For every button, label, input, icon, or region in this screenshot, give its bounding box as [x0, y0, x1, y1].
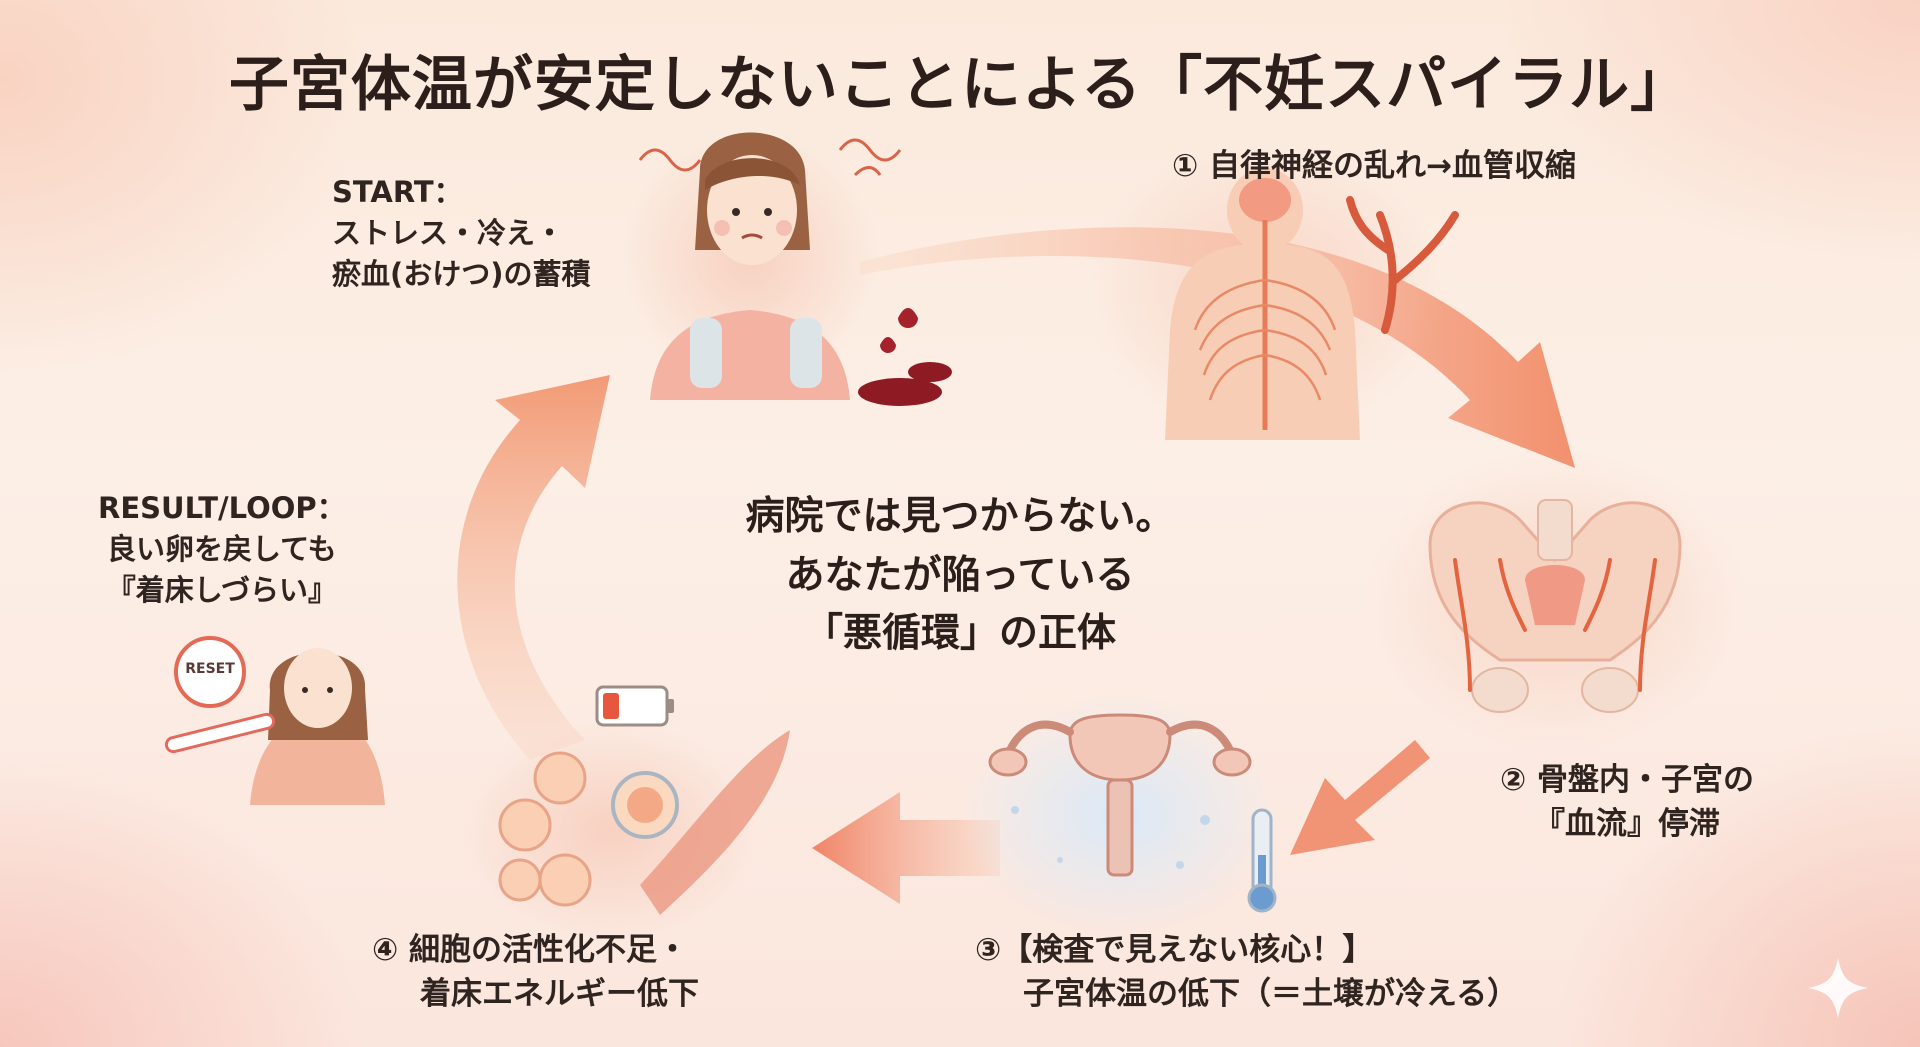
- arrow-3-to-4: [812, 792, 1000, 904]
- cold-uterus-icon: [960, 695, 1280, 935]
- center-line1: 病院では見つからない。: [745, 494, 1175, 539]
- arrow-2-to-3: [1290, 740, 1430, 855]
- center-line2: あなたが陥っている: [785, 552, 1135, 598]
- stage-start-line3: 瘀血(おけつ)の蓄積: [332, 257, 591, 292]
- reset-badge: RESET: [185, 661, 235, 677]
- stage-1-label: ① 自律神経の乱れ→血管収縮: [1172, 144, 1576, 188]
- center-line3: 「悪循環」の正体: [803, 611, 1116, 656]
- stage-4-label: ④ 細胞の活性化不足・ 着床エネルギー低下: [372, 928, 699, 1016]
- arrow-result-to-start: [457, 375, 610, 760]
- stage-start-line2: ストレス・冷え・: [332, 216, 565, 251]
- reset-woman-icon: [164, 636, 385, 805]
- thermometer-icon: [1247, 808, 1277, 913]
- center-message: 病院では見つからない。 あなたが陥っている 「悪循環」の正体: [700, 488, 1220, 664]
- page-title: 子宮体温が安定しないことによる「不妊スパイラル」: [228, 50, 1692, 120]
- stage-result-line3: 『着床しづらい』: [106, 573, 337, 608]
- stage-2-line1: ② 骨盤内・子宮の: [1500, 762, 1755, 798]
- stage-3-line2: 子宮体温の低下（＝土壌が冷える）: [1023, 976, 1519, 1013]
- stage-start-line1: START：: [332, 175, 463, 209]
- sparkle-icon: [1808, 958, 1868, 1018]
- cells-icon: [460, 720, 790, 940]
- stage-2-label: ② 骨盤内・子宮の 『血流』停滞: [1500, 758, 1754, 846]
- stage-1-line1: ① 自律神経の乱れ→血管収縮: [1172, 148, 1577, 184]
- pelvis-icon: [1365, 450, 1745, 750]
- stage-3-line1: ③【検査で見えない核心！】: [975, 932, 1374, 968]
- stage-2-line2: 『血流』停滞: [1534, 806, 1721, 843]
- low-battery-icon: [595, 685, 674, 727]
- stage-4-line1: ④ 細胞の活性化不足・: [372, 932, 689, 968]
- stage-start-label: START： ストレス・冷え・ 瘀血(おけつ)の蓄積: [332, 172, 591, 296]
- stage-result-line2: 良い卵を戻しても: [106, 532, 337, 567]
- stage-3-label: ③【検査で見えない核心！】 子宮体温の低下（＝土壌が冷える）: [975, 928, 1518, 1016]
- stressed-woman-icon: [620, 130, 952, 406]
- stage-4-line2: 着床エネルギー低下: [420, 976, 699, 1013]
- stage-result-line1: RESULT/LOOP：: [98, 491, 346, 525]
- nervous-system-icon: [1085, 140, 1459, 440]
- stage-result-label: RESULT/LOOP： 良い卵を戻しても 『着床しづらい』: [98, 488, 346, 612]
